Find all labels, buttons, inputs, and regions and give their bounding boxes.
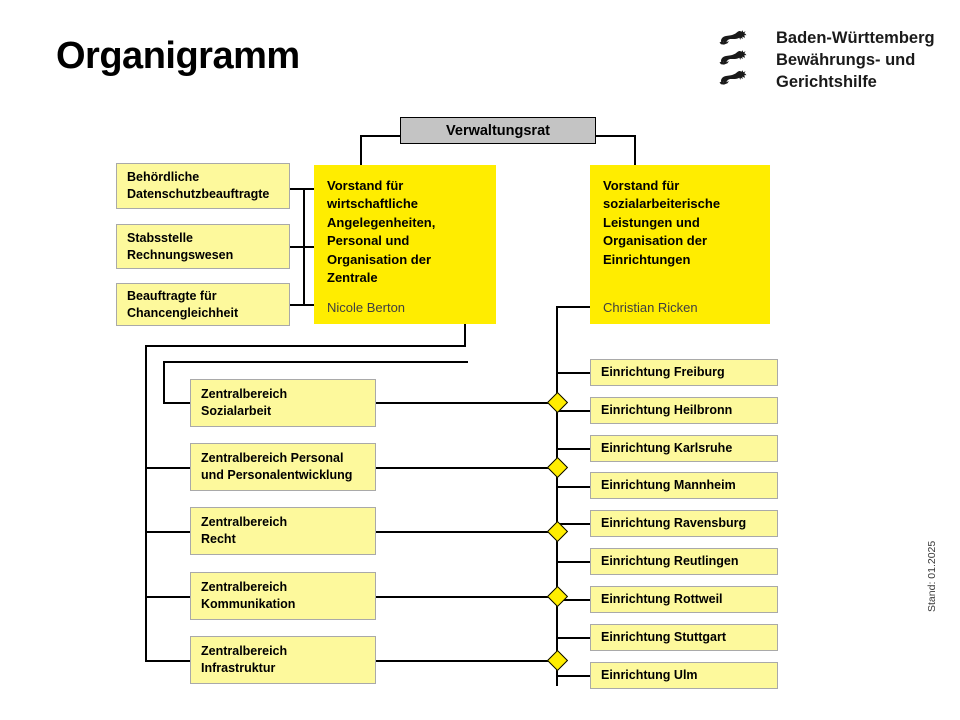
brand-logo: Baden-Württemberg Bewährungs- und Gerich… bbox=[718, 28, 935, 94]
connector-council-left-v bbox=[360, 135, 362, 168]
brand-text: Baden-Württemberg Bewährungs- und Gerich… bbox=[776, 29, 935, 91]
connector-cross-3 bbox=[376, 531, 558, 533]
facility-label: Einrichtung Mannheim bbox=[601, 478, 736, 493]
connector-staff-spine bbox=[303, 188, 305, 306]
council-box[interactable]: Verwaltungsrat bbox=[400, 117, 596, 144]
connector-staff-1 bbox=[290, 188, 322, 190]
connector-central-inner-run bbox=[163, 361, 468, 363]
connector-facility-4 bbox=[556, 486, 590, 488]
connector-board-left-drop bbox=[464, 324, 466, 347]
connector-central-3 bbox=[145, 531, 190, 533]
facility-label: Einrichtung Ulm bbox=[601, 668, 698, 683]
central-area-label: Zentralbereich Kommunikation bbox=[201, 580, 296, 611]
connector-central-5 bbox=[145, 660, 190, 662]
board-title: Vorstand für wirtschaftliche Angelegenhe… bbox=[327, 178, 436, 286]
connector-cross-1 bbox=[376, 402, 558, 404]
facility-box-mannheim[interactable]: Einrichtung Mannheim bbox=[590, 472, 778, 499]
facility-label: Einrichtung Ravensburg bbox=[601, 516, 747, 531]
page-title: Organigramm bbox=[56, 35, 300, 77]
central-area-personal[interactable]: Zentralbereich Personal und Personalentw… bbox=[190, 443, 376, 491]
facility-label: Einrichtung Karlsruhe bbox=[601, 441, 733, 456]
connector-cross-2 bbox=[376, 467, 558, 469]
central-area-label: Zentralbereich Sozialarbeit bbox=[201, 387, 288, 418]
connector-board-right-v bbox=[556, 306, 558, 342]
board-title: Vorstand für sozialarbeiterische Leistun… bbox=[603, 178, 721, 267]
staff-label: Stabsstelle Rechnungswesen bbox=[127, 230, 234, 262]
connector-cross-4 bbox=[376, 596, 558, 598]
facility-label: Einrichtung Stuttgart bbox=[601, 630, 726, 645]
connector-central-2 bbox=[145, 467, 190, 469]
connector-facility-1 bbox=[556, 372, 590, 374]
central-area-label: Zentralbereich Recht bbox=[201, 515, 288, 546]
board-box-sozialarbeit[interactable]: Vorstand für sozialarbeiterische Leistun… bbox=[590, 165, 770, 324]
connector-cross-5 bbox=[376, 660, 558, 662]
council-label: Verwaltungsrat bbox=[446, 122, 550, 139]
connector-staff-3 bbox=[290, 304, 322, 306]
board-box-wirtschaft[interactable]: Vorstand für wirtschaftliche Angelegenhe… bbox=[314, 165, 496, 324]
facility-box-heilbronn[interactable]: Einrichtung Heilbronn bbox=[590, 397, 778, 424]
connector-council-right-h bbox=[594, 135, 636, 137]
central-area-infrastruktur[interactable]: Zentralbereich Infrastruktur bbox=[190, 636, 376, 684]
revision-date: Stand: 01.2025 bbox=[926, 540, 938, 612]
facility-box-karlsruhe[interactable]: Einrichtung Karlsruhe bbox=[590, 435, 778, 462]
connector-staff-2 bbox=[290, 246, 322, 248]
connector-facility-trunk bbox=[556, 340, 558, 686]
connector-facility-9 bbox=[556, 675, 590, 677]
facility-label: Einrichtung Rottweil bbox=[601, 592, 723, 607]
board-person: Christian Ricken bbox=[603, 300, 698, 315]
staff-label: Beauftragte für Chancengleichheit bbox=[127, 288, 239, 320]
facility-box-stuttgart[interactable]: Einrichtung Stuttgart bbox=[590, 624, 778, 651]
connector-central-inner-v bbox=[163, 361, 165, 404]
connector-facility-8 bbox=[556, 637, 590, 639]
board-person: Nicole Berton bbox=[327, 300, 406, 315]
facility-label: Einrichtung Reutlingen bbox=[601, 554, 739, 569]
facility-box-ulm[interactable]: Einrichtung Ulm bbox=[590, 662, 778, 689]
facility-label: Einrichtung Freiburg bbox=[601, 365, 725, 380]
staff-box-datenschutz[interactable]: Behördliche Datenschutzbeauftragte bbox=[116, 163, 290, 209]
central-area-label: Zentralbereich Infrastruktur bbox=[201, 644, 288, 675]
connector-council-left-h bbox=[360, 135, 402, 137]
connector-facility-7 bbox=[556, 599, 590, 601]
junction-diamond bbox=[546, 649, 569, 672]
connector-facility-6 bbox=[556, 561, 590, 563]
junction-diamond bbox=[546, 456, 569, 479]
connector-board-right-stub bbox=[556, 306, 590, 308]
connector-facility-3 bbox=[556, 448, 590, 450]
facility-box-rottweil[interactable]: Einrichtung Rottweil bbox=[590, 586, 778, 613]
connector-council-right-v bbox=[634, 135, 636, 168]
connector-facility-2 bbox=[556, 410, 590, 412]
three-lions-crest-icon bbox=[718, 28, 764, 87]
connector-central-1 bbox=[163, 402, 190, 404]
facility-box-ravensburg[interactable]: Einrichtung Ravensburg bbox=[590, 510, 778, 537]
facility-label: Einrichtung Heilbronn bbox=[601, 403, 733, 418]
staff-box-chancengleichheit[interactable]: Beauftragte für Chancengleichheit bbox=[116, 283, 290, 326]
connector-facility-5 bbox=[556, 523, 590, 525]
central-area-sozialarbeit[interactable]: Zentralbereich Sozialarbeit bbox=[190, 379, 376, 427]
connector-board-left-run bbox=[145, 345, 466, 347]
staff-box-rechnungswesen[interactable]: Stabsstelle Rechnungswesen bbox=[116, 224, 290, 269]
connector-central-4 bbox=[145, 596, 190, 598]
central-area-label: Zentralbereich Personal und Personalentw… bbox=[201, 451, 353, 482]
facility-box-freiburg[interactable]: Einrichtung Freiburg bbox=[590, 359, 778, 386]
central-area-kommunikation[interactable]: Zentralbereich Kommunikation bbox=[190, 572, 376, 620]
staff-label: Behördliche Datenschutzbeauftragte bbox=[127, 170, 270, 201]
junction-diamond bbox=[546, 585, 569, 608]
connector-central-trunk bbox=[145, 345, 147, 662]
central-area-recht[interactable]: Zentralbereich Recht bbox=[190, 507, 376, 555]
facility-box-reutlingen[interactable]: Einrichtung Reutlingen bbox=[590, 548, 778, 575]
